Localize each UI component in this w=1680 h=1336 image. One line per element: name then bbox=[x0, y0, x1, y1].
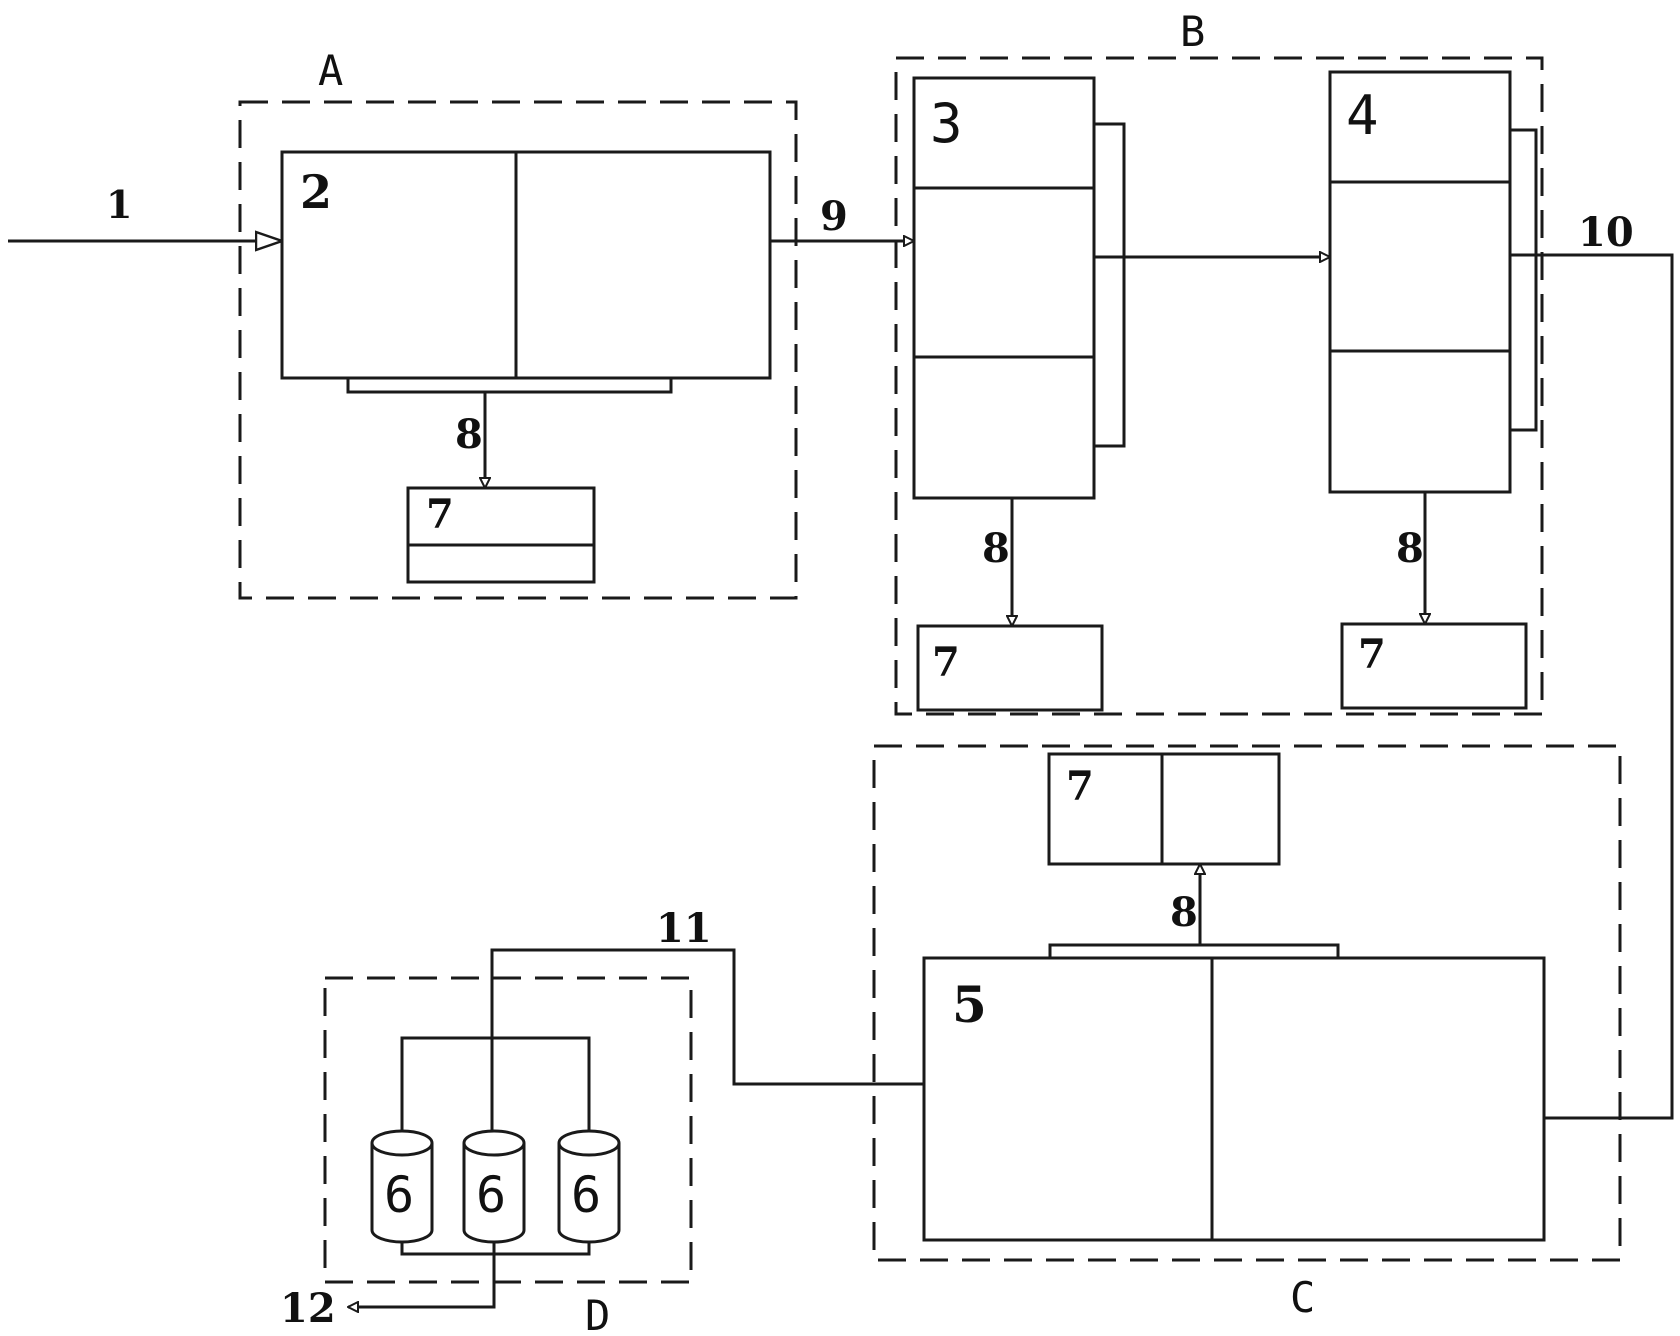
flow-12-label: 12 bbox=[280, 1285, 336, 1332]
flow-1-label: 1 bbox=[106, 182, 132, 227]
section-c: C 5 7 8 bbox=[872, 744, 1622, 1322]
tank-6-right: 6 bbox=[557, 1129, 621, 1244]
section-d-boundary bbox=[323, 976, 693, 1284]
unit-7-b-right-box bbox=[1340, 622, 1528, 710]
flow-11-arrow bbox=[492, 948, 924, 1152]
flow-12-arrow bbox=[348, 1242, 496, 1307]
unit-7-c-label: 7 bbox=[1066, 763, 1094, 810]
unit-3-box bbox=[912, 76, 1096, 500]
flow-8-c-label: 8 bbox=[1170, 889, 1198, 936]
section-b-label: B bbox=[1180, 7, 1205, 56]
unit-7-a-label: 7 bbox=[426, 491, 454, 538]
tank-6-left: 6 bbox=[370, 1129, 434, 1244]
flow-9-label: 9 bbox=[820, 193, 848, 240]
unit-7-b-left-label: 7 bbox=[932, 639, 960, 686]
unit-4-box bbox=[1328, 70, 1512, 494]
tank-6-center: 6 bbox=[462, 1129, 526, 1244]
flow-11-label: 11 bbox=[656, 905, 712, 952]
section-b-boundary bbox=[894, 56, 1544, 716]
unit-5-box bbox=[922, 956, 1546, 1242]
tank-6-left-label: 6 bbox=[384, 1166, 414, 1224]
section-a-label: A bbox=[318, 46, 343, 95]
unit-4-label: 4 bbox=[1346, 84, 1379, 147]
section-d: D 6 6 6 bbox=[323, 976, 693, 1336]
flow-8-b-right-label: 8 bbox=[1396, 525, 1424, 572]
unit-2-collector bbox=[346, 378, 673, 394]
unit-3-label: 3 bbox=[930, 92, 963, 155]
section-c-label: C bbox=[1290, 1273, 1315, 1322]
flow-10-arrow bbox=[1510, 253, 1674, 1118]
unit-4-side-channel bbox=[1510, 128, 1538, 432]
section-d-label: D bbox=[585, 1291, 610, 1336]
flow-10-label: 10 bbox=[1578, 209, 1634, 256]
flow-8-b-left-label: 8 bbox=[982, 525, 1010, 572]
section-a-boundary bbox=[238, 100, 798, 600]
section-a: A 2 7 8 bbox=[238, 46, 798, 600]
tank-6-center-label: 6 bbox=[476, 1166, 506, 1224]
unit-7-c-box bbox=[1047, 752, 1281, 866]
section-b: B 3 4 7 7 8 8 bbox=[894, 7, 1544, 716]
unit-3-side-channel bbox=[1094, 122, 1126, 448]
tank-6-right-label: 6 bbox=[571, 1166, 601, 1224]
unit-7-b-right-label: 7 bbox=[1358, 631, 1386, 678]
unit-2-box bbox=[280, 150, 772, 380]
unit-7-a-box bbox=[406, 486, 596, 584]
unit-5-collector bbox=[1048, 943, 1340, 958]
unit-5-label: 5 bbox=[952, 975, 987, 1034]
distribution-header bbox=[400, 1036, 591, 1152]
flow-8-a-label: 8 bbox=[455, 411, 483, 458]
unit-2-label: 2 bbox=[300, 165, 332, 219]
